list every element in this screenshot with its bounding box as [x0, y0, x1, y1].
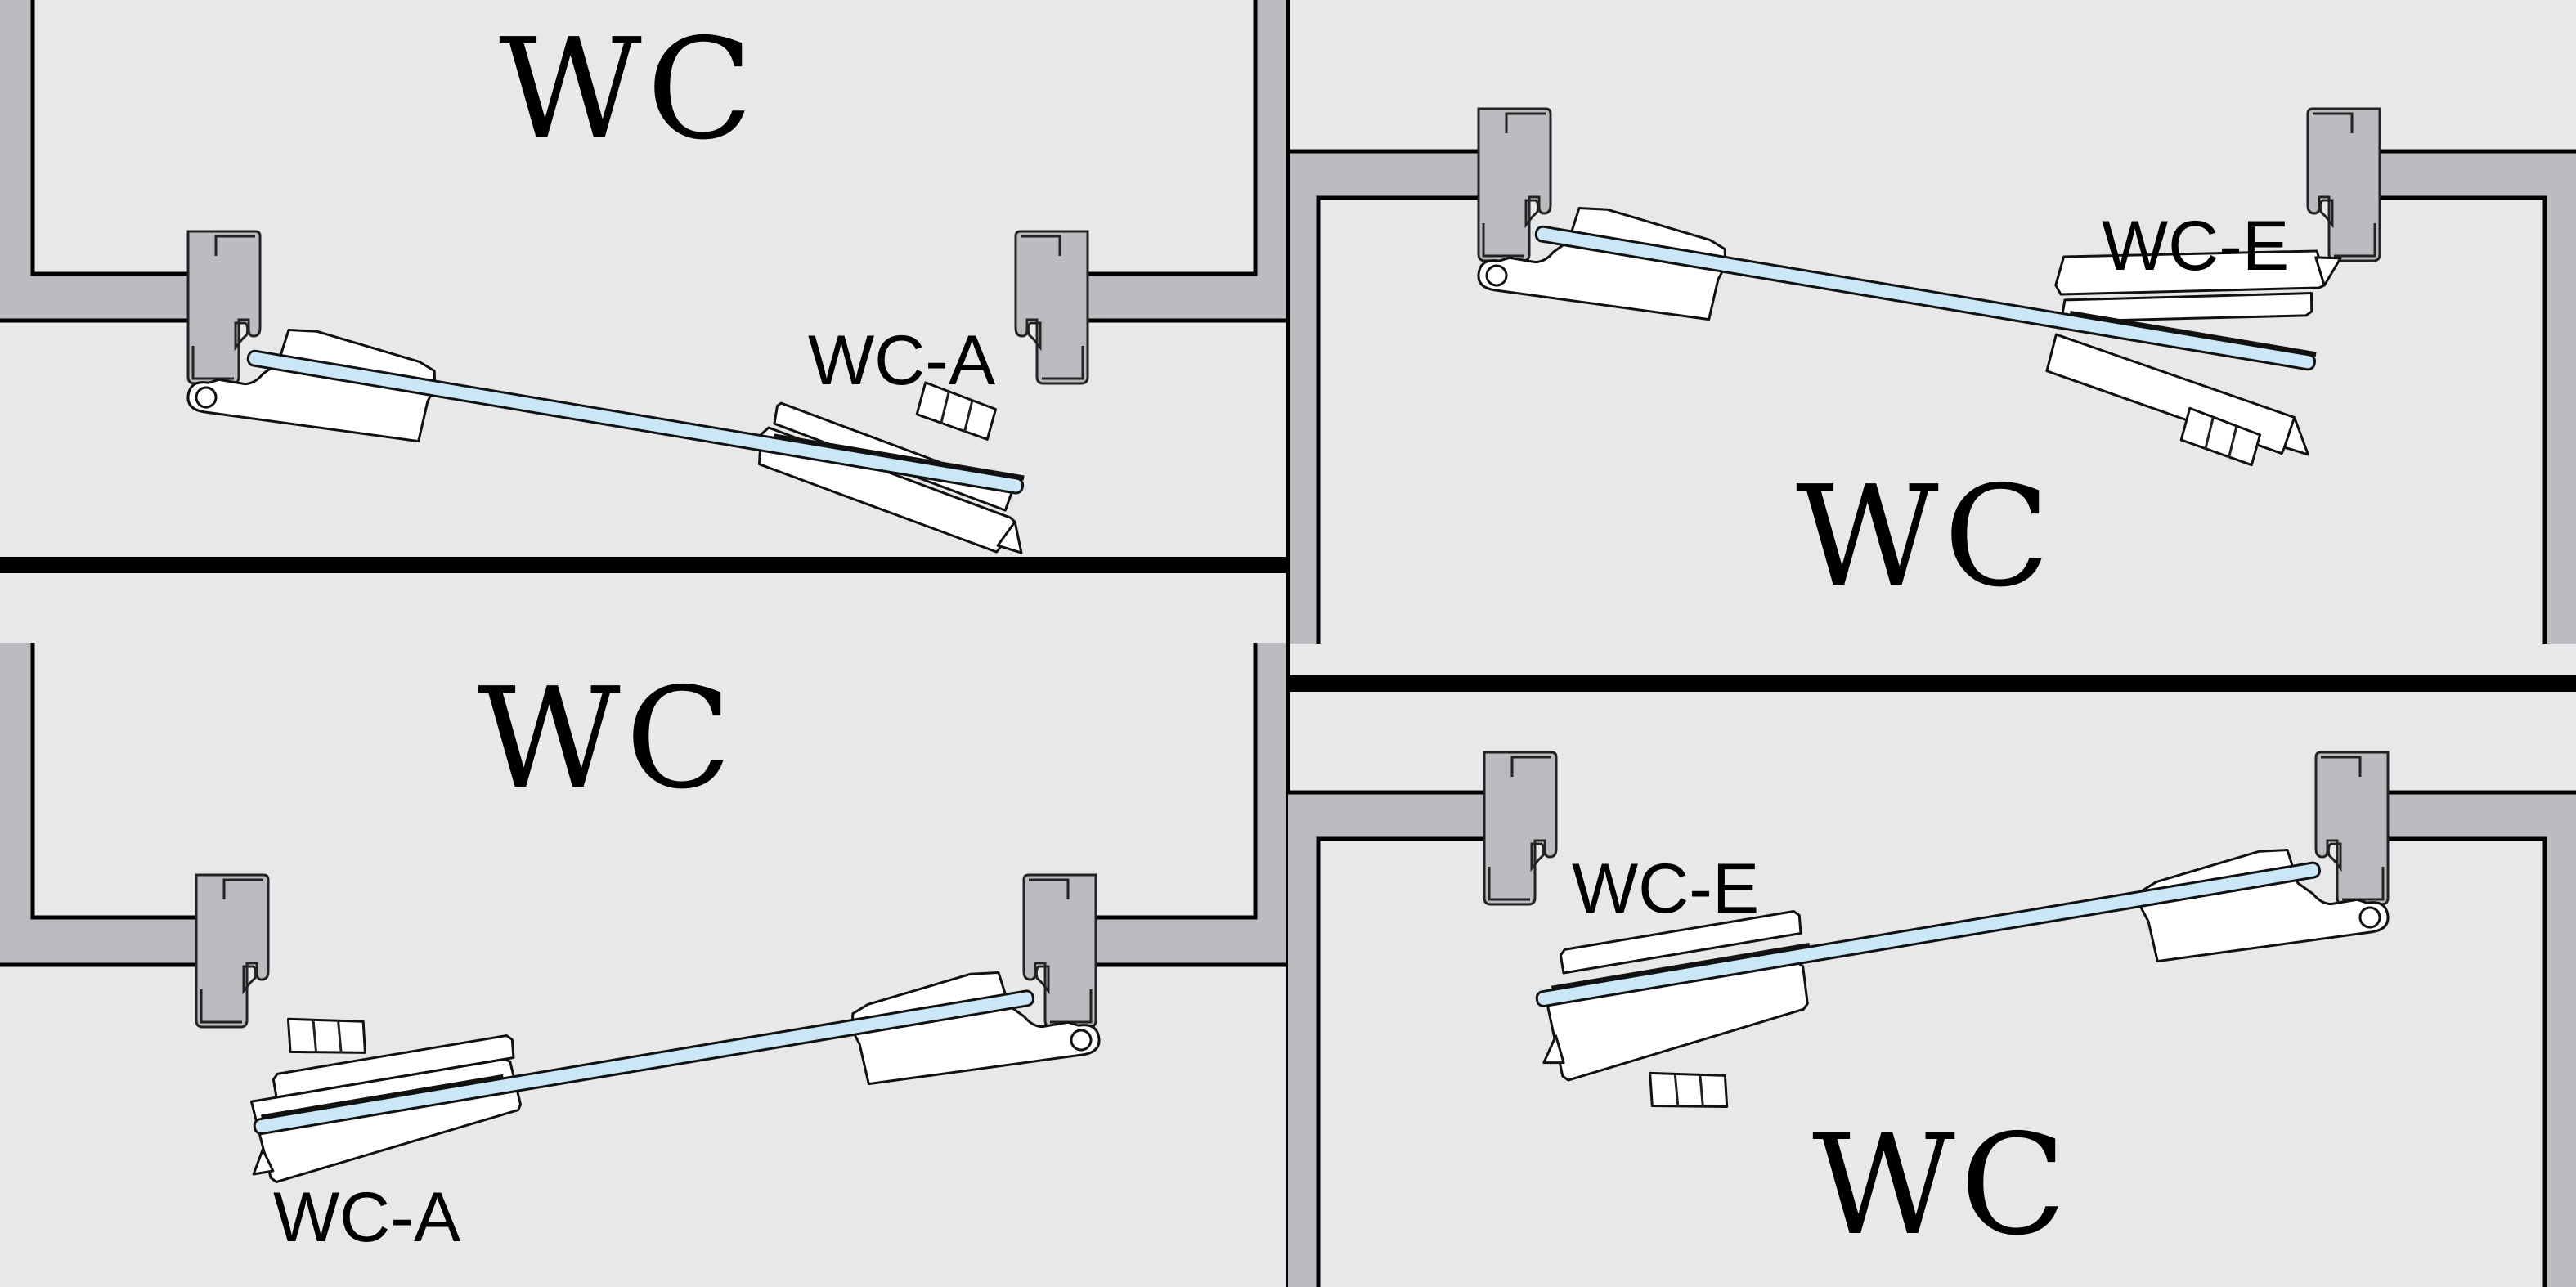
wall	[1288, 792, 1484, 1287]
model-label: WC-E	[2102, 207, 2289, 285]
wall	[1096, 643, 1288, 965]
panel-top-left: WC WC-A	[0, 0, 1288, 558]
wall	[0, 643, 196, 965]
wall-edge	[0, 0, 190, 323]
glass-door	[246, 349, 1025, 495]
lock-body	[2045, 333, 2309, 467]
divider	[1288, 675, 2576, 692]
wall	[1088, 0, 1288, 321]
panel-bottom-right: WC-E WC	[1288, 751, 2576, 1287]
model-label: WC-E	[1572, 850, 1759, 928]
model-label: WC-A	[273, 1178, 461, 1257]
room-label: WC	[1796, 456, 2055, 618]
wall-edge	[1286, 0, 1480, 644]
panel-bottom-left: WC WC-A	[0, 643, 1290, 1287]
glass-door	[1535, 861, 2321, 1008]
wall-edge	[0, 643, 196, 967]
wall	[1288, 151, 1480, 644]
glass-door	[253, 989, 1035, 1136]
panel-top-right: WC-E WC	[1286, 0, 2576, 644]
room-label: WC	[1812, 1105, 2071, 1267]
wall-edge	[2388, 790, 2576, 1287]
wall-edge	[1088, 0, 1288, 323]
lock-top-plate	[272, 1005, 515, 1099]
wall	[0, 0, 190, 321]
wall-edge	[1288, 790, 1484, 1287]
model-label: WC-A	[808, 321, 996, 400]
room-label: WC	[478, 658, 737, 820]
wall	[2388, 792, 2576, 1287]
divider	[0, 557, 1288, 573]
room-label: WC	[499, 9, 758, 171]
lock-top-plate	[1559, 910, 1802, 975]
glass-door	[1534, 225, 2317, 371]
wall-edge	[2380, 149, 2576, 644]
wall	[2380, 151, 2576, 644]
